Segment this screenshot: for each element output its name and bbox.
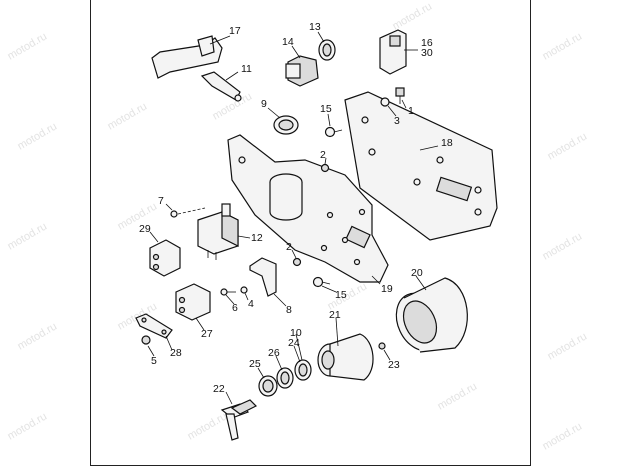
diagram-frame xyxy=(90,0,531,466)
breaker-27 xyxy=(175,283,211,321)
washer-24 xyxy=(294,359,312,381)
mounting-plate-18 xyxy=(344,91,498,241)
watermark: motod.ru xyxy=(16,320,60,352)
watermark: motod.ru xyxy=(186,410,230,442)
label-part-19: 19 xyxy=(381,283,393,295)
module-16-30 xyxy=(379,29,407,75)
label-part-22: 22 xyxy=(213,383,225,395)
sensor-11 xyxy=(200,71,242,102)
label-part-17: 17 xyxy=(229,25,241,37)
label-part-27: 27 xyxy=(201,328,213,340)
label-part-10: 10 xyxy=(290,327,302,339)
leader-lines xyxy=(147,31,439,405)
label-part-9: 9 xyxy=(261,98,267,110)
bracket-8 xyxy=(249,257,277,297)
label-part-30: 30 xyxy=(421,47,433,59)
ring-26 xyxy=(276,367,294,389)
label-part-18: 18 xyxy=(441,137,453,149)
label-part-13: 13 xyxy=(309,21,321,33)
screw-7 xyxy=(170,207,206,218)
watermark: motod.ru xyxy=(106,100,150,132)
label-part-3: 3 xyxy=(394,115,400,127)
bolt-15-lower xyxy=(312,276,331,288)
label-part-28: 28 xyxy=(170,347,182,359)
ignition-switch-21 xyxy=(317,333,374,381)
label-part-16: 16 xyxy=(421,37,433,49)
nut-2-upper xyxy=(320,163,330,173)
watermark: motod.ru xyxy=(546,130,590,162)
part-labels: 17 13 14 16 30 11 1 3 9 15 18 2 7 12 29 … xyxy=(139,21,453,395)
watermark: motod.ru xyxy=(436,380,480,412)
bracket-17 xyxy=(151,35,223,79)
housing-20 xyxy=(395,277,468,353)
nut-5 xyxy=(141,335,151,345)
nut-2-lower xyxy=(292,257,302,267)
keys-22 xyxy=(220,399,258,441)
label-part-15-upper: 15 xyxy=(320,103,332,115)
watermark: motod.ru xyxy=(6,410,50,442)
bolt-1 xyxy=(395,87,405,104)
watermark: motod.ru xyxy=(116,200,160,232)
bolt-6 xyxy=(220,288,236,296)
label-part-2-upper: 2 xyxy=(320,149,326,161)
watermark: motod.ru xyxy=(391,0,435,32)
bolt-15-upper xyxy=(324,126,343,138)
label-part-29: 29 xyxy=(139,223,151,235)
watermark: motod.ru xyxy=(16,120,60,152)
watermark: motod.ru xyxy=(326,280,370,312)
watermark: motod.ru xyxy=(541,420,585,452)
washer-3 xyxy=(380,97,390,107)
label-part-14: 14 xyxy=(282,36,294,48)
label-part-2-lower: 2 xyxy=(286,241,292,253)
watermark: motod.ru xyxy=(546,330,590,362)
main-bracket-19 xyxy=(227,134,389,283)
relay-12 xyxy=(197,203,239,260)
ring-9 xyxy=(273,115,299,135)
label-part-4: 4 xyxy=(248,298,254,310)
label-part-20: 20 xyxy=(411,267,423,279)
label-part-8: 8 xyxy=(286,304,292,316)
watermark: motod.ru xyxy=(6,220,50,252)
washer-4 xyxy=(240,286,248,294)
label-part-5: 5 xyxy=(151,355,157,367)
label-part-7: 7 xyxy=(158,195,164,207)
label-part-21: 21 xyxy=(329,309,341,321)
breaker-29 xyxy=(149,239,181,277)
watermark: motod.ru xyxy=(6,30,50,62)
label-part-24: 24 xyxy=(288,337,300,349)
watermark: motod.ru xyxy=(541,30,585,62)
label-part-25: 25 xyxy=(249,358,261,370)
watermark: motod.ru xyxy=(541,230,585,262)
label-part-1: 1 xyxy=(408,105,414,117)
label-part-15-lower: 15 xyxy=(335,289,347,301)
bolt-23 xyxy=(378,342,386,350)
nut-25 xyxy=(258,375,278,397)
label-part-23: 23 xyxy=(388,359,400,371)
strap-28 xyxy=(135,313,173,339)
label-part-12: 12 xyxy=(251,232,263,244)
label-part-26: 26 xyxy=(268,347,280,359)
label-part-6: 6 xyxy=(232,302,238,314)
label-part-11: 11 xyxy=(241,63,252,75)
switch-14 xyxy=(285,55,319,87)
